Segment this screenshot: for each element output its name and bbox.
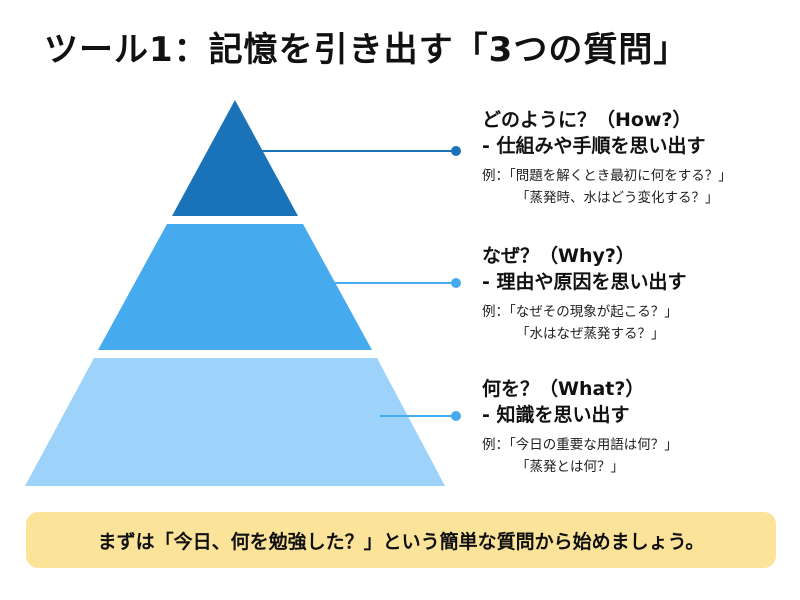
- tier-example: 例：「問題を解くとき最初に何をする？」: [482, 168, 732, 184]
- tier-example: 例：「今日の重要な用語は何？」: [482, 437, 678, 453]
- tier-subheading: - 知識を思い出す: [482, 404, 630, 426]
- connector-dot-why: [451, 278, 461, 288]
- tier-heading: 何を？（What?）: [482, 378, 645, 400]
- tier-example: 例：「なぜその現象が起こる？」: [482, 304, 678, 320]
- tier-subheading: - 仕組みや手順を思い出す: [482, 135, 706, 157]
- tier-label-what: 何を？（What?） - 知識を思い出す 例：「今日の重要な用語は何？」 「蒸発…: [482, 376, 792, 478]
- tier-example: 「水はなぜ蒸発する？」: [516, 326, 665, 342]
- pyramid-tier-how: [172, 100, 298, 216]
- pyramid-tier-why: [98, 224, 372, 350]
- connector-dot-how: [451, 146, 461, 156]
- tip-text: まずは「今日、何を勉強した？」という簡単な質問から始めましょう。: [97, 530, 705, 553]
- tier-heading: なぜ？（Why?）: [482, 245, 635, 267]
- tier-subheading: - 理由や原因を思い出す: [482, 271, 687, 293]
- tier-label-how: どのように？（How?） - 仕組みや手順を思い出す 例：「問題を解くとき最初に…: [482, 107, 792, 209]
- tier-example: 「蒸発とは何？」: [516, 459, 624, 475]
- page-title: ツール1：記憶を引き出す「3つの質問」: [44, 30, 689, 70]
- connector-dot-what: [451, 411, 461, 421]
- tier-heading: どのように？（How?）: [482, 109, 692, 131]
- tip-banner: まずは「今日、何を勉強した？」という簡単な質問から始めましょう。: [26, 512, 776, 568]
- tier-label-why: なぜ？（Why?） - 理由や原因を思い出す 例：「なぜその現象が起こる？」 「…: [482, 243, 792, 345]
- tier-example: 「蒸発時、水はどう変化する？」: [516, 190, 719, 206]
- pyramid-tier-what: [25, 358, 445, 486]
